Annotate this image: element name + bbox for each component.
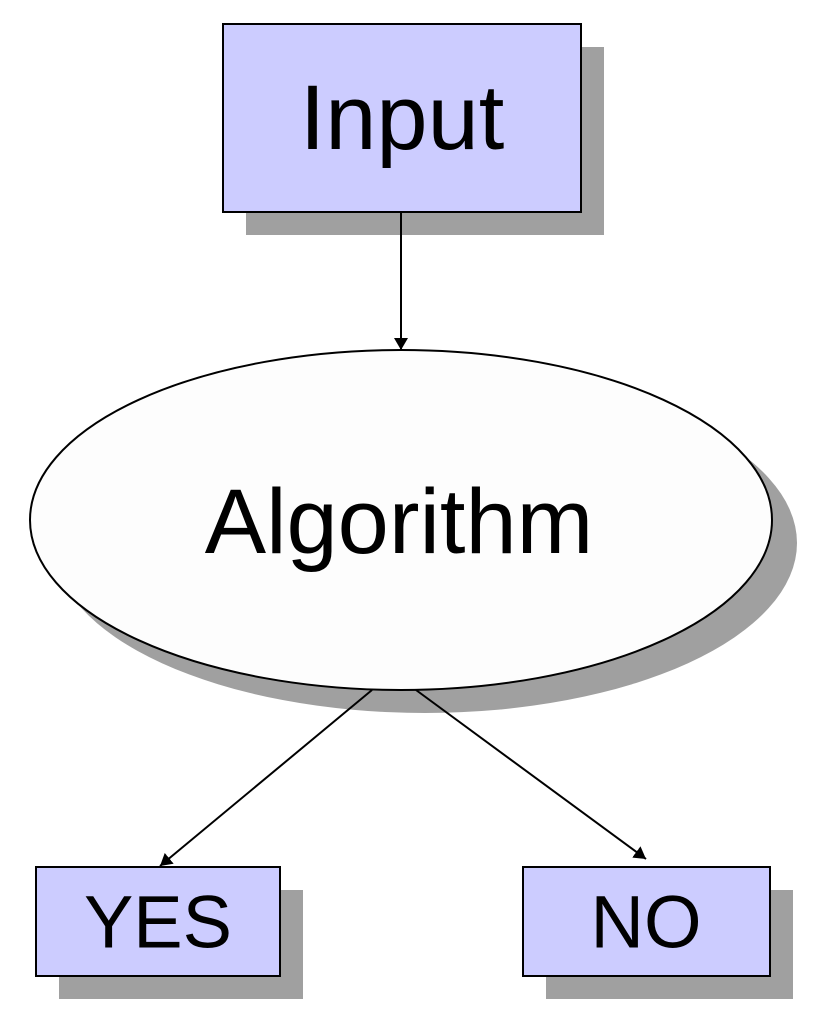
algorithm-node: Algorithm xyxy=(29,349,773,691)
yes-node: YES xyxy=(35,866,281,977)
no-node: NO xyxy=(522,866,771,977)
algorithm-ellipse xyxy=(29,349,773,691)
input-node: Input xyxy=(222,23,582,213)
edge-algorithm-to-yes xyxy=(159,689,373,867)
edge-algorithm-to-no xyxy=(415,689,647,860)
yes-label: YES xyxy=(84,881,232,964)
algorithm-label: Algorithm xyxy=(205,471,594,573)
input-label: Input xyxy=(300,67,505,169)
no-label: NO xyxy=(591,881,702,964)
yes-box xyxy=(35,866,281,977)
input-box xyxy=(222,23,582,213)
no-box xyxy=(522,866,771,977)
